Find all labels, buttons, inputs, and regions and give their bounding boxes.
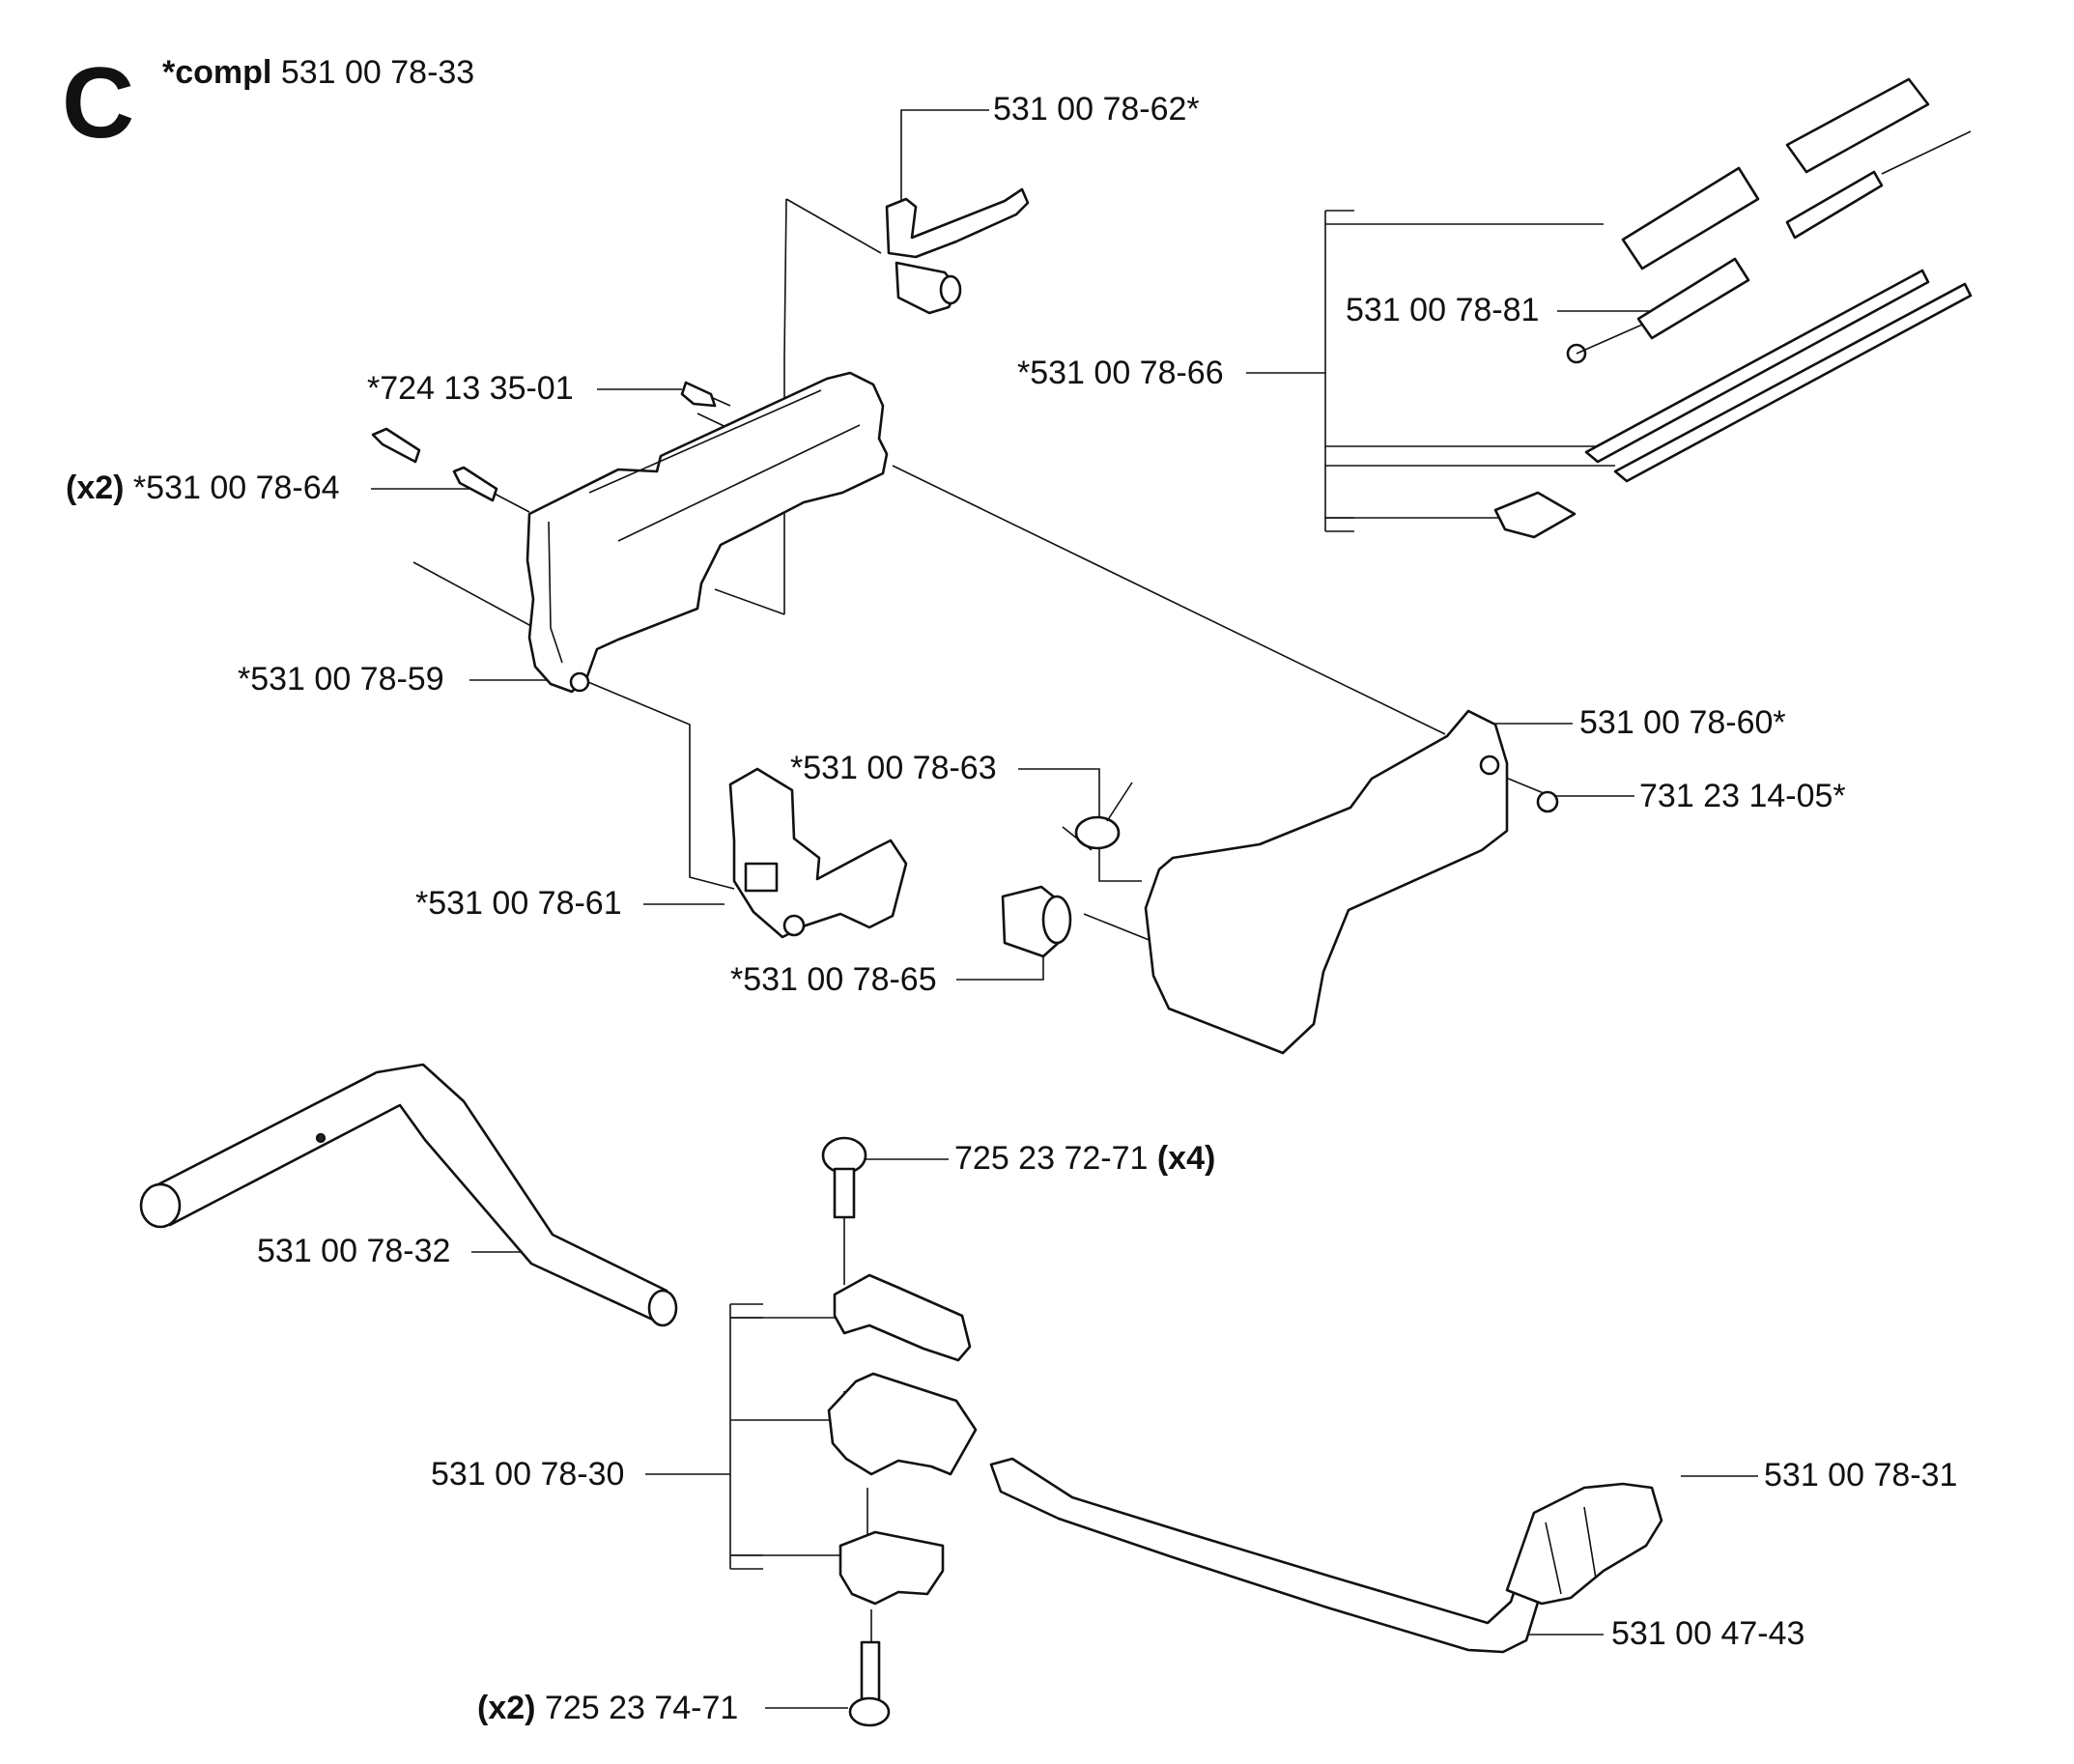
screw-724-13-35-01: [680, 381, 731, 408]
handlebar-part: [139, 1063, 678, 1327]
label-531-00-78-64: (x2) *531 00 78-64: [66, 469, 340, 506]
label-531-00-47-43: 531 00 47-43: [1611, 1615, 1804, 1652]
label-531-00-78-59: *531 00 78-59: [238, 661, 444, 697]
label-531-00-78-66: *531 00 78-66: [1017, 355, 1224, 391]
label-531-00-78-81: 531 00 78-81: [1346, 292, 1539, 328]
label-531-00-78-62: 531 00 78-62*: [993, 91, 1200, 128]
label-531-00-78-63: *531 00 78-63: [790, 750, 997, 786]
label-725-23-74-71: (x2) 725 23 74-71: [477, 1690, 738, 1726]
label-531-00-78-32: 531 00 78-32: [257, 1233, 450, 1269]
clamp-lower-part: [838, 1530, 945, 1606]
label-724-13-35-01: *724 13 35-01: [367, 370, 574, 407]
spring-part: [1062, 782, 1133, 851]
label-531-00-78-65: *531 00 78-65: [730, 961, 937, 998]
label-531-00-78-60: 531 00 78-60*: [1579, 704, 1786, 741]
throttle-trigger-part: [885, 187, 1030, 315]
loop-handle-part: [989, 1457, 1542, 1654]
stop-switch-part: [1001, 885, 1072, 958]
clamp-upper-part: [833, 1273, 972, 1362]
section-letter: C: [62, 47, 134, 159]
screw-725-23-74-71: [848, 1640, 891, 1727]
label-531-00-78-31: 531 00 78-31: [1764, 1457, 1957, 1494]
end-cap-part: [1144, 709, 1559, 1055]
throttle-cable-assembly-part: [1493, 77, 1973, 539]
trigger-lockout-part: [728, 767, 908, 939]
screw-531-00-78-64: [371, 427, 498, 502]
complete-assembly-label: *compl 531 00 78-33: [162, 54, 474, 91]
label-731-23-14-05: 731 23 14-05*: [1639, 778, 1846, 814]
clamp-middle-part: [827, 1372, 978, 1476]
handle-grip-part: [1505, 1482, 1663, 1606]
label-531-00-78-61: *531 00 78-61: [415, 885, 622, 922]
label-725-23-72-71: 725 23 72-71 (x4): [954, 1140, 1215, 1177]
handle-housing-part: [526, 371, 889, 694]
label-531-00-78-30: 531 00 78-30: [431, 1456, 624, 1493]
screw-725-23-72-71: [821, 1136, 867, 1219]
